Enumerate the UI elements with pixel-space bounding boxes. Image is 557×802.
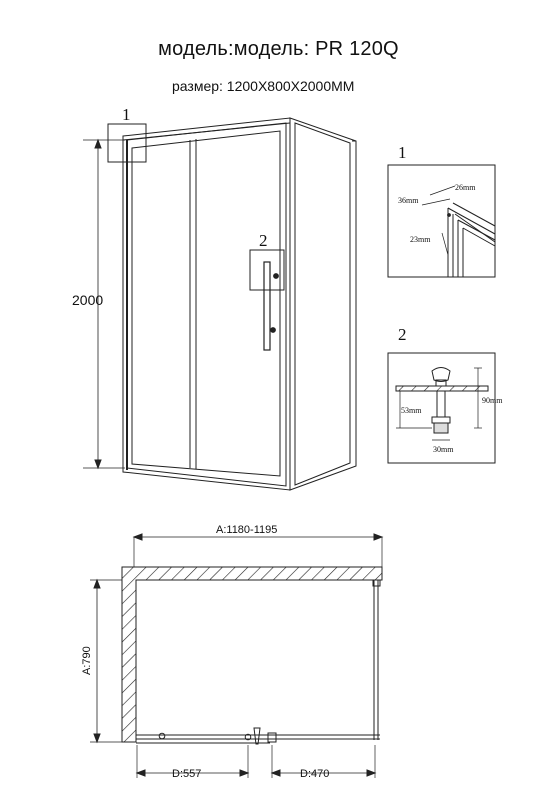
detail-1-dim-side: 23mm — [410, 235, 431, 244]
callout-1-number: 1 — [122, 105, 131, 124]
detail-1 — [387, 164, 496, 278]
detail-2-number: 2 — [398, 325, 407, 344]
front-view — [83, 117, 357, 491]
plan-depth-label: A:790 — [81, 646, 93, 675]
detail-2-dim-width: 30mm — [433, 445, 454, 454]
detail-2-dim-base: 53mm — [401, 406, 422, 415]
fixed-panel-width-label: D:470 — [300, 768, 329, 780]
plan-view — [90, 533, 384, 778]
detail-1-dim-left: 36mm — [398, 196, 419, 205]
size-subtitle: размер: 1200X800X2000MM — [172, 78, 355, 94]
height-label: 2000 — [72, 292, 103, 308]
callout-2-number: 2 — [259, 231, 268, 250]
detail-1-number: 1 — [398, 143, 407, 162]
detail-2 — [387, 352, 496, 464]
detail-1-dim-top: 26mm — [455, 183, 476, 192]
detail-2-dim-height: 90mm — [482, 396, 503, 405]
model-title: модель:модель: PR 120Q — [158, 38, 399, 60]
plan-width-label: A:1180-1195 — [216, 524, 277, 536]
door-width-label: D:557 — [172, 768, 201, 780]
